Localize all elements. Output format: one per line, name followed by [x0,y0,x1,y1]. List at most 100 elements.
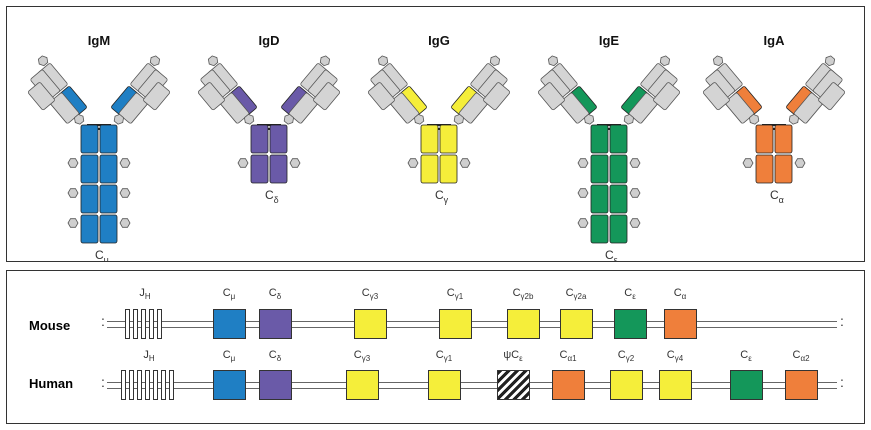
constant-gene-box [664,309,697,339]
heavy-chain-domain [609,124,628,154]
constant-region-label: Cδ [265,188,279,205]
heavy-chain-domain [269,124,288,154]
glycan-icon [377,55,389,67]
glycan-icon [119,218,131,228]
constant-gene-box [213,370,246,400]
gene-label: Cγ2b [512,287,534,302]
glycan-icon [629,158,641,168]
gene-label: Cγ3 [353,349,371,364]
constant-gene-box [507,309,540,339]
gene-label: Cγ1 [435,349,453,364]
glycan-icon [119,158,131,168]
heavy-chain-domain [439,124,458,154]
j-segment [153,370,158,400]
gene-label: Cα2 [792,349,810,364]
heavy-chain-domain [269,154,288,184]
constant-gene-box [439,309,472,339]
antibody-ige: IgE Cε [537,33,681,265]
antibody-title: IgA [764,33,786,48]
glycan-icon [407,158,419,168]
heavy-chain-domain [774,154,793,184]
glycan-icon [489,55,501,67]
human-row-label: Human [29,376,74,391]
continuation-dots: : [101,374,105,390]
antibody-title: IgD [259,33,280,48]
heavy-chain-domain [80,214,99,244]
glycan-icon [113,113,124,125]
heavy-chain-domain [439,154,458,184]
glycan-icon [547,55,559,67]
gene-label: Cγ1 [446,287,464,302]
fab-arm [111,55,171,125]
glycan-icon [659,55,671,67]
glycan-icon [584,113,595,125]
heavy-chain-domain [99,124,118,154]
constant-gene-box [552,370,585,400]
glycan-icon [459,158,471,168]
heavy-chain-domain [609,154,628,184]
antibody-title: IgE [599,33,620,48]
gene-label: Cγ4 [666,349,684,364]
glycan-icon [453,113,464,125]
continuation-dots: : [101,313,105,329]
constant-gene-box [730,370,763,400]
heavy-chain-domain [250,124,269,154]
chromosome-line [107,388,837,389]
constant-region-label: Cγ [435,188,449,205]
constant-gene-box [497,370,530,400]
fab-arm [197,55,257,125]
glycan-icon [283,113,294,125]
continuation-dots: : [840,374,844,390]
gene-label: Cε [624,287,636,302]
gene-label: Cα [673,287,687,302]
heavy-chain-domain [609,184,628,214]
gene-label: Cγ2 [617,349,635,364]
glycan-icon [207,55,219,67]
heavy-chain-domain [99,214,118,244]
gene-label: Cγ3 [361,287,379,302]
heavy-chain-domain [99,184,118,214]
constant-gene-box [610,370,643,400]
j-segment [133,309,138,339]
glycan-icon [244,113,255,125]
glycan-icon [629,218,641,228]
antibody-igd: IgD Cδ [197,33,341,205]
glycan-icon [67,188,79,198]
glycan-icon [149,55,161,67]
mouse-row-label: Mouse [29,318,71,333]
glycan-icon [577,218,589,228]
continuation-dots: : [840,313,844,329]
gene-label: Cμ [222,349,236,364]
glycan-icon [37,55,49,67]
gene-label: Cε [740,349,752,364]
heavy-chain-domain [420,124,439,154]
heavy-chain-domain [590,154,609,184]
j-segment [149,309,154,339]
constant-gene-box [659,370,692,400]
constant-gene-box [259,370,292,400]
heavy-chain-domain [590,184,609,214]
constant-gene-box [614,309,647,339]
j-segment [161,370,166,400]
glycan-icon [623,113,634,125]
constant-gene-box [354,309,387,339]
gene-label: Cδ [268,349,282,364]
fab-arm [621,55,681,125]
constant-gene-box [259,309,292,339]
gene-label: Cα1 [559,349,577,364]
constant-gene-box [213,309,246,339]
fab-arm [27,55,87,125]
constant-region-label: Cμ [95,248,109,261]
constant-region-label: Cα [770,188,784,205]
glycan-icon [67,218,79,228]
constant-region-label: Cε [605,248,618,261]
constant-gene-box [346,370,379,400]
antibody-title: IgG [428,33,450,48]
glycan-icon [577,158,589,168]
gene-label: JH [139,287,151,302]
heavy-chain-domain [609,214,628,244]
constant-gene-box [560,309,593,339]
heavy-chain-domain [755,154,774,184]
